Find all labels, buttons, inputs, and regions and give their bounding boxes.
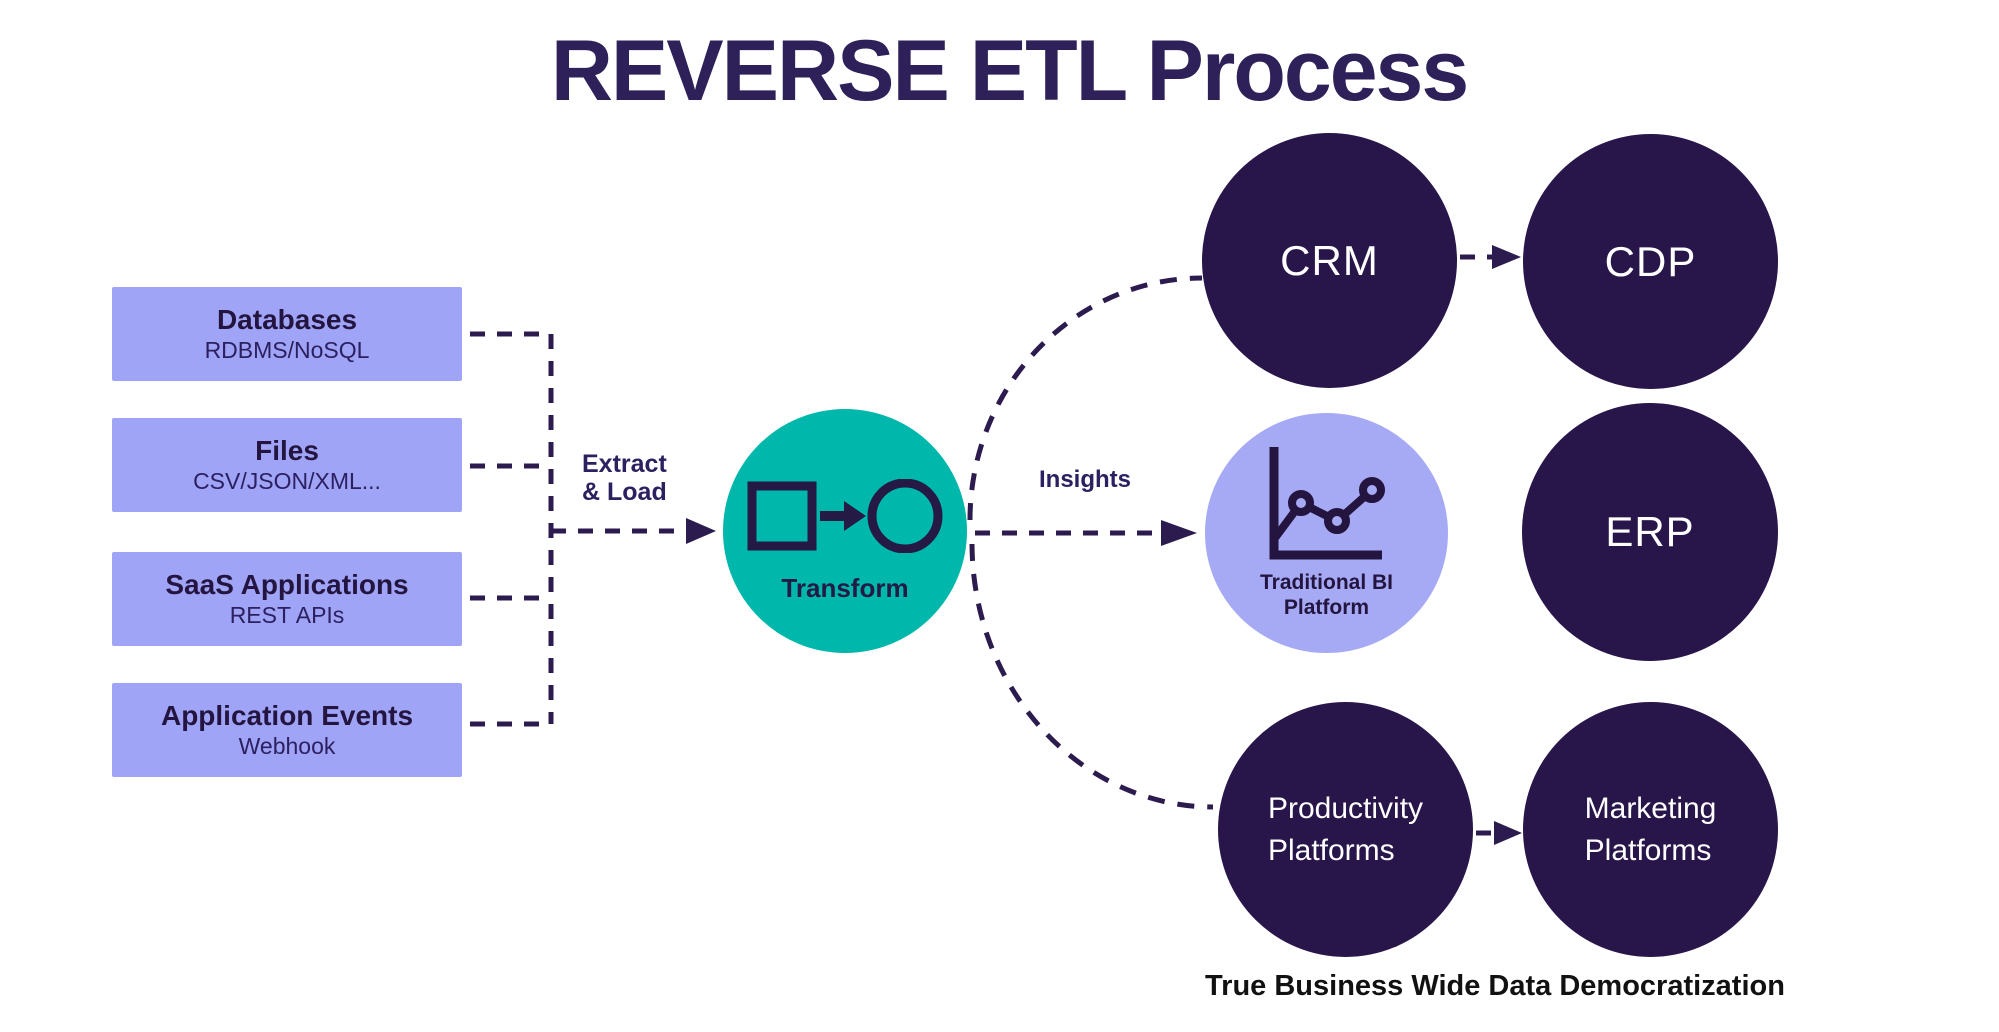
source-title: Application Events: [160, 699, 414, 731]
extract-load-label: Extract & Load: [582, 450, 667, 506]
extract-load-line2: & Load: [582, 478, 667, 506]
source-box-databases: Databases RDBMS/NoSQL: [112, 287, 462, 381]
circle-erp: ERP: [1522, 403, 1778, 661]
curve-to-productivity: [969, 543, 1214, 810]
extract-load-arrow: [551, 518, 716, 544]
line-chart-icon: [1269, 447, 1385, 560]
bi-platform-label: Traditional BI Platform: [1260, 570, 1393, 620]
productivity-label-line1: Productivity: [1267, 792, 1424, 826]
circle-traditional-bi-platform: Traditional BI Platform: [1205, 413, 1448, 653]
source-subtitle: REST APIs: [229, 601, 345, 628]
productivity-label: Productivity Platforms: [1268, 788, 1423, 871]
erp-label: ERP: [1605, 508, 1695, 555]
bottom-caption: True Business Wide Data Democratization: [1205, 970, 1785, 1002]
source-subtitle: CSV/JSON/XML...: [193, 467, 381, 494]
bi-label-line1: Traditional BI: [1259, 571, 1393, 594]
circle-crm: CRM: [1202, 133, 1457, 388]
productivity-to-marketing-arrow: [1476, 821, 1522, 845]
source-subtitle: Webhook: [238, 732, 336, 759]
circle-cdp: CDP: [1523, 134, 1778, 389]
insights-arrow: [975, 520, 1197, 546]
source-title: Databases: [216, 303, 358, 335]
bi-label-line2: Platform: [1283, 596, 1370, 620]
curve-to-crm: [967, 275, 1203, 521]
source-title: SaaS Applications: [165, 568, 409, 600]
source-collector-lines: [470, 331, 554, 727]
source-title: Files: [255, 434, 319, 466]
extract-load-line1: Extract: [582, 450, 667, 478]
source-subtitle: RDBMS/NoSQL: [204, 336, 370, 363]
cdp-label: CDP: [1604, 237, 1697, 285]
transform-label: Transform: [781, 573, 909, 603]
transform-node: Transform: [723, 409, 967, 653]
insights-label: Insights: [1038, 466, 1132, 493]
marketing-label-line2: Platforms: [1584, 833, 1712, 867]
page-title: REVERSE ETL Process: [550, 23, 1469, 119]
circle-productivity-platforms: Productivity Platforms: [1218, 702, 1473, 957]
source-box-files: Files CSV/JSON/XML...: [112, 418, 462, 512]
marketing-label: Marketing Platforms: [1585, 788, 1717, 871]
source-box-application-events: Application Events Webhook: [112, 683, 462, 777]
crm-to-cdp-arrow: [1460, 245, 1521, 269]
marketing-label-line1: Marketing: [1584, 792, 1717, 826]
square-to-circle-icon: [747, 479, 943, 553]
circle-marketing-platforms: Marketing Platforms: [1523, 702, 1778, 957]
source-box-saas-applications: SaaS Applications REST APIs: [112, 552, 462, 646]
crm-label: CRM: [1280, 236, 1379, 284]
productivity-label-line2: Platforms: [1267, 833, 1395, 867]
